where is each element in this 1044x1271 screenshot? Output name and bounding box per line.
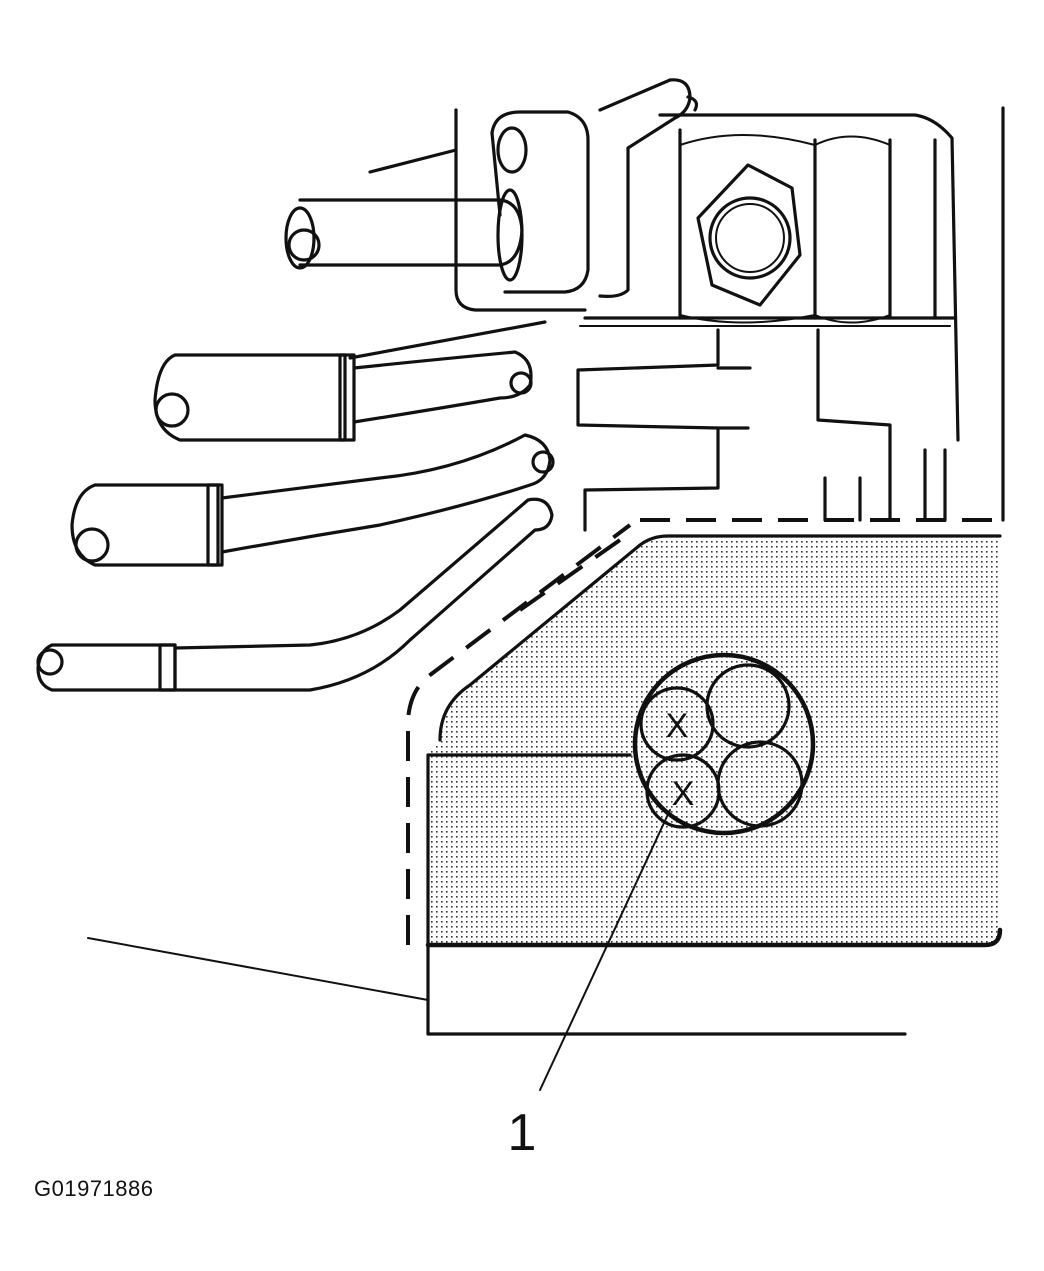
upper-bracket-assembly [454, 78, 1005, 532]
x-mark-lower: X [672, 775, 695, 813]
wire-lead-3 [36, 497, 554, 692]
upper-connector-plug [284, 148, 524, 282]
leader-line-plate [87, 937, 429, 1001]
x-mark-upper: X [666, 707, 689, 745]
leader-lines [87, 809, 671, 1091]
figure-id: G01971886 [34, 1176, 154, 1201]
terminal-cavity-lower-right [716, 740, 804, 828]
terminal-cavity-upper-right [705, 663, 791, 749]
connector-cavity: X X [632, 652, 816, 836]
terminal-cavity-x-upper [639, 686, 715, 762]
connector-body [406, 518, 1003, 1036]
callout-label-1: 1 [508, 1104, 537, 1162]
wire-lead-1 [153, 320, 547, 442]
wire-lead-2 [70, 433, 555, 567]
leader-line-callout-1 [539, 809, 671, 1091]
